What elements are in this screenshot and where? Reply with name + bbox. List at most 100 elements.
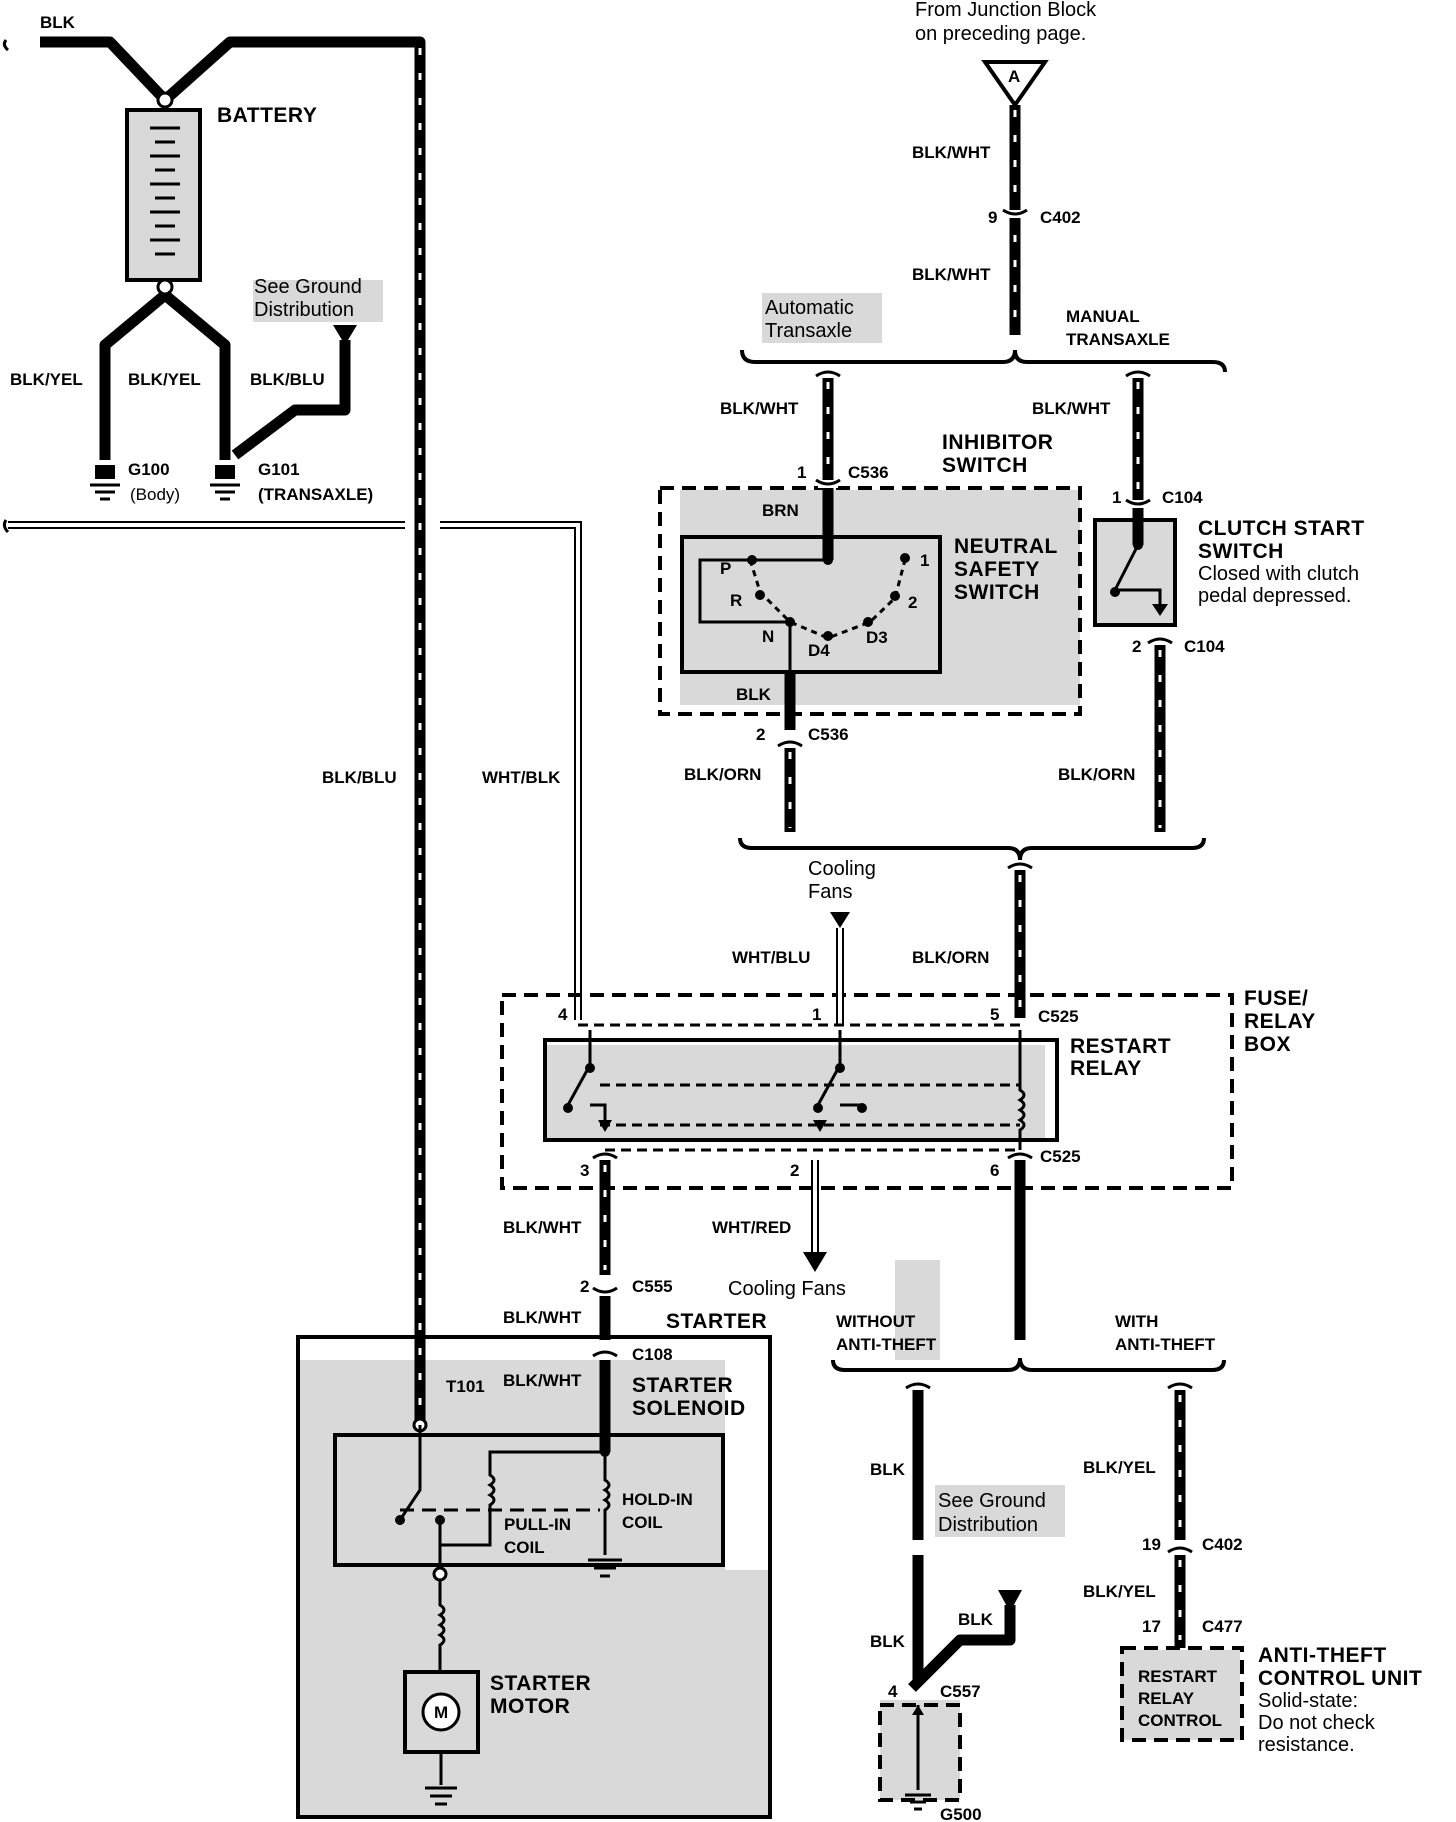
label-anti-theft-5: resistance. [1258,1734,1355,1756]
label-without-2: ANTI-THEFT [836,1335,937,1354]
label-pin-17: 17 [1142,1617,1161,1636]
label-neutral-3: SWITCH [954,581,1040,604]
label-c108: C108 [632,1345,673,1364]
label-blk-inh: BLK [736,685,772,704]
label-pin-2-c536: 2 [756,725,765,744]
label-see-ground-1b: Distribution [254,299,354,321]
label-pin-4-c557: 4 [888,1682,898,1701]
label-pin-3: 3 [580,1161,589,1180]
label-pull-in-2: COIL [504,1538,545,1557]
label-hold-in-1: HOLD-IN [622,1490,693,1509]
label-restart-ctrl-2: RELAY [1138,1689,1195,1708]
label-inhibitor-1: INHIBITOR [942,431,1053,454]
label-blk-yel-3: BLK/YEL [1083,1458,1156,1477]
label-c104-a: C104 [1162,488,1203,507]
label-blk-3: BLK [870,1632,906,1651]
label-pos-n: N [762,627,774,646]
label-clutch-2: SWITCH [1198,540,1284,563]
label-pin-2-c104: 2 [1132,637,1141,656]
label-anti-theft-3: Solid-state: [1258,1690,1358,1712]
label-fuse-relay-1: FUSE/ [1244,987,1308,1010]
shaded-regions [127,110,1240,1815]
label-pull-in-1: PULL-IN [504,1515,571,1534]
label-motor-m: M [434,1703,448,1722]
label-c402-a: C402 [1040,208,1081,227]
label-restart-ctrl-3: CONTROL [1138,1711,1222,1730]
label-clutch-3: Closed with clutch [1198,563,1359,585]
labels: BLK BATTERY BLK/YEL BLK/YEL BLK/BLU See … [10,0,1422,1822]
label-restart-ctrl-1: RESTART [1138,1667,1218,1686]
label-c104-b: C104 [1184,637,1225,656]
label-blk-2: BLK [958,1610,994,1629]
label-pos-p: P [720,559,731,578]
label-pos-r: R [730,591,742,610]
label-body: (Body) [130,485,180,504]
label-t101: T101 [446,1377,485,1396]
label-c402-b: C402 [1202,1535,1243,1554]
label-pin-5: 5 [990,1005,999,1024]
label-c525-a: C525 [1038,1007,1079,1026]
label-inhibitor-2: SWITCH [942,454,1028,477]
label-pin-9: 9 [988,208,997,227]
label-pos-2: 2 [908,593,917,612]
label-g101: G101 [258,460,300,479]
junction-marker-a [981,60,1049,109]
label-auto-trans-2: Transaxle [765,320,852,342]
label-from-jb-2: on preceding page. [915,23,1086,45]
label-pin-2-c555: 2 [580,1277,589,1296]
label-pin-6: 6 [990,1161,999,1180]
label-starter-sol-2: SOLENOID [632,1397,746,1420]
label-c555: C555 [632,1277,673,1296]
label-manual-trans-1: MANUAL [1066,307,1140,326]
label-hold-in-2: COIL [622,1513,663,1532]
label-blk-top: BLK [40,13,76,32]
label-blk-orn-3: BLK/ORN [912,948,989,967]
label-battery: BATTERY [217,104,317,127]
label-clutch-4: pedal depressed. [1198,585,1351,607]
label-pin-2-relay: 2 [790,1161,799,1180]
label-c525-b: C525 [1040,1147,1081,1166]
label-blk-1: BLK [870,1460,906,1479]
label-blk-orn-2: BLK/ORN [1058,765,1135,784]
label-see-ground-1a: See Ground [254,276,362,298]
anti-theft-section [831,1357,1244,1811]
label-blk-yel-2: BLK/YEL [128,370,201,389]
label-fuse-relay-2: RELAY [1244,1010,1316,1033]
label-pin-1-c536: 1 [797,463,806,482]
label-wht-blu: WHT/BLU [732,948,810,967]
label-pos-1: 1 [920,551,929,570]
label-blk-wht-1: BLK/WHT [912,143,991,162]
starter-section [296,1286,772,1819]
label-wht-blk: WHT/BLK [482,768,561,787]
label-see-ground-2a: See Ground [938,1490,1046,1512]
label-blk-wht-6: BLK/WHT [503,1308,582,1327]
label-c536-b: C536 [808,725,849,744]
label-starter-motor-2: MOTOR [490,1695,570,1718]
label-restart-1: RESTART [1070,1035,1171,1058]
label-see-ground-2b: Distribution [938,1514,1038,1536]
label-neutral-2: SAFETY [954,558,1040,581]
label-cooling-fans-1b: Fans [808,881,852,903]
label-pos-d3: D3 [866,628,888,647]
label-g500: G500 [940,1805,982,1822]
label-blk-wht-7: BLK/WHT [503,1371,582,1390]
label-pin-1-relay: 1 [812,1005,821,1024]
label-with-1: WITH [1115,1312,1158,1331]
label-starter: STARTER [666,1310,767,1333]
label-from-jb-1: From Junction Block [915,0,1097,21]
label-brn: BRN [762,501,799,520]
label-without-1: WITHOUT [836,1312,916,1331]
label-blk-wht-4: BLK/WHT [1032,399,1111,418]
label-blk-yel-1: BLK/YEL [10,370,83,389]
fuse-relay-section [500,912,1234,1340]
label-transaxle: (TRANSAXLE) [258,485,373,504]
label-auto-trans-1: Automatic [765,297,854,319]
label-blk-wht-5: BLK/WHT [503,1218,582,1237]
label-anti-theft-4: Do not check [1258,1712,1376,1734]
label-neutral-1: NEUTRAL [954,535,1058,558]
label-with-2: ANTI-THEFT [1115,1335,1216,1354]
label-blk-blu-main: BLK/BLU [322,768,397,787]
label-a-marker: A [1008,67,1020,86]
label-blk-wht-3: BLK/WHT [720,399,799,418]
